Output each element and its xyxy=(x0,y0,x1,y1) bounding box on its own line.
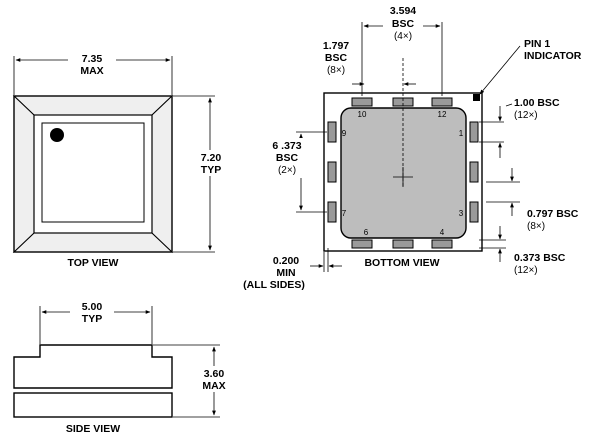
side-view-caption: SIDE VIEW xyxy=(66,423,120,435)
dim-1797-qualifier: BSC xyxy=(325,52,348,64)
pin1-leader-line xyxy=(479,45,521,95)
pin-number-6: 6 xyxy=(364,228,369,237)
bottom-view-caption: BOTTOM VIEW xyxy=(364,257,439,269)
pad-12 xyxy=(431,97,453,107)
pin-number-1: 1 xyxy=(459,129,464,138)
top-bevel-lower xyxy=(12,232,174,253)
pad-7 xyxy=(327,201,337,223)
dim-3594-count: (4×) xyxy=(394,31,412,42)
pin-number-7: 7 xyxy=(342,209,347,218)
label-mask xyxy=(68,52,116,78)
side-height-qualifier: MAX xyxy=(202,380,225,392)
pad-1 xyxy=(469,121,479,143)
top-width-value: 7.35 xyxy=(82,53,103,65)
side-view-lower-body xyxy=(13,392,173,418)
top-bevel-upper xyxy=(12,95,174,116)
dim-6373-count: (2×) xyxy=(278,165,296,176)
dim-1797-count: (8×) xyxy=(327,65,345,76)
pad-10 xyxy=(351,97,373,107)
dim-0200-value: 0.200 xyxy=(273,255,299,267)
top-view-die-outline xyxy=(41,122,145,223)
exposed-pad xyxy=(340,107,467,239)
dim-0200-qualifier: MIN xyxy=(276,267,295,279)
dim-100-count: (12×) xyxy=(514,110,538,121)
dim-0200-note: (ALL SIDES) xyxy=(243,279,305,291)
pin1-indicator-mark xyxy=(473,94,480,101)
side-view: 5.00 TYP 3.60 MAX SIDE VIEW xyxy=(13,300,232,435)
side-width-value: 5.00 xyxy=(82,301,103,313)
side-width-qualifier: TYP xyxy=(82,313,102,325)
pad-6 xyxy=(351,239,373,249)
dim-3594-qualifier: BSC xyxy=(392,18,415,30)
pin-number-4: 4 xyxy=(440,228,445,237)
top-view-caption: TOP VIEW xyxy=(68,257,119,269)
pin-number-10: 10 xyxy=(358,110,367,119)
dim-6373-value: 6 .373 xyxy=(272,140,301,152)
pad-4 xyxy=(431,239,453,249)
label-mask xyxy=(192,150,230,176)
top-height-value: 7.20 xyxy=(201,152,222,164)
top-view-outline xyxy=(13,95,173,253)
dim-1797-value: 1.797 xyxy=(323,40,349,52)
top-height-qualifier: TYP xyxy=(201,164,221,176)
top-width-qualifier: MAX xyxy=(80,65,103,77)
top-bevel-left xyxy=(13,94,35,254)
dim-0797-count: (8×) xyxy=(527,221,545,232)
pin-number-12: 12 xyxy=(438,110,447,119)
top-view: 7.35 MAX 7.20 TYP TOP VIEW xyxy=(12,52,230,269)
label-mask xyxy=(196,366,232,392)
pad-8 xyxy=(327,161,337,183)
dim-100-value: 1.00 BSC xyxy=(514,97,560,109)
side-view-upper-body xyxy=(13,344,173,389)
label-mask xyxy=(383,3,423,43)
dim-0373-value: 0.373 BSC xyxy=(514,252,566,264)
label-mask xyxy=(70,300,114,326)
leader-line xyxy=(505,103,513,107)
side-height-value: 3.60 xyxy=(204,368,225,380)
bottom-view: 10 12 9 1 7 3 6 4 3.594 BSC (4×) 1.797 B… xyxy=(243,3,582,291)
pad-2 xyxy=(469,161,479,183)
pin1-indicator-label-line1: PIN 1 xyxy=(524,38,550,50)
pin1-dot-icon xyxy=(50,128,64,142)
pin-number-3: 3 xyxy=(459,209,464,218)
pad-5 xyxy=(392,239,414,249)
dim-3594-value: 3.594 xyxy=(390,5,416,17)
dim-0373-count: (12×) xyxy=(514,265,538,276)
dim-6373-qualifier: BSC xyxy=(276,152,299,164)
pad-3 xyxy=(469,201,479,223)
top-bevel-right xyxy=(151,94,173,254)
label-mask xyxy=(264,138,312,178)
pin-number-9: 9 xyxy=(342,129,347,138)
pad-9 xyxy=(327,121,337,143)
pin1-indicator-label-line2: INDICATOR xyxy=(524,50,582,62)
dim-0797-value: 0.797 BSC xyxy=(527,208,579,220)
